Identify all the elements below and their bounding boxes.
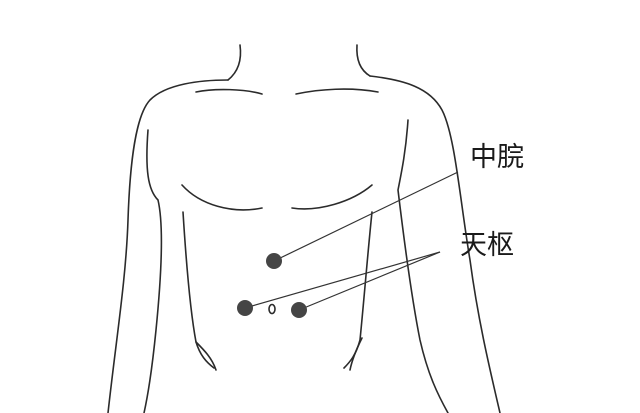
right-torso-side <box>343 211 373 369</box>
label-zhongwan: 中脘 <box>470 142 524 173</box>
tianshu-left-leader-line <box>244 251 441 309</box>
label-tianshu: 天枢 <box>460 230 514 261</box>
right-inner-arm-outline <box>397 119 449 413</box>
acupoint-zhongwan <box>266 253 282 269</box>
left-inner-arm-outline <box>143 129 163 413</box>
right-pectoral-outline <box>291 184 373 210</box>
right-clavicle <box>295 88 379 95</box>
left-lower-abdomen-line <box>195 341 217 371</box>
right-shoulder-arm-outline <box>369 75 501 413</box>
right-lower-abdomen-line <box>349 337 363 371</box>
left-torso-side <box>182 211 215 369</box>
neck-left-outline <box>227 44 242 81</box>
left-pectoral-outline <box>181 184 263 211</box>
acupoint-tianshu-left <box>237 300 253 316</box>
acupoint-tianshu-right <box>291 302 307 318</box>
zhongwan-leader-line <box>273 171 459 262</box>
neck-right-outline <box>356 44 371 77</box>
tianshu-right-leader-line <box>298 251 441 311</box>
navel <box>268 303 276 315</box>
left-shoulder-arm-outline <box>107 79 229 413</box>
left-clavicle <box>195 88 263 95</box>
